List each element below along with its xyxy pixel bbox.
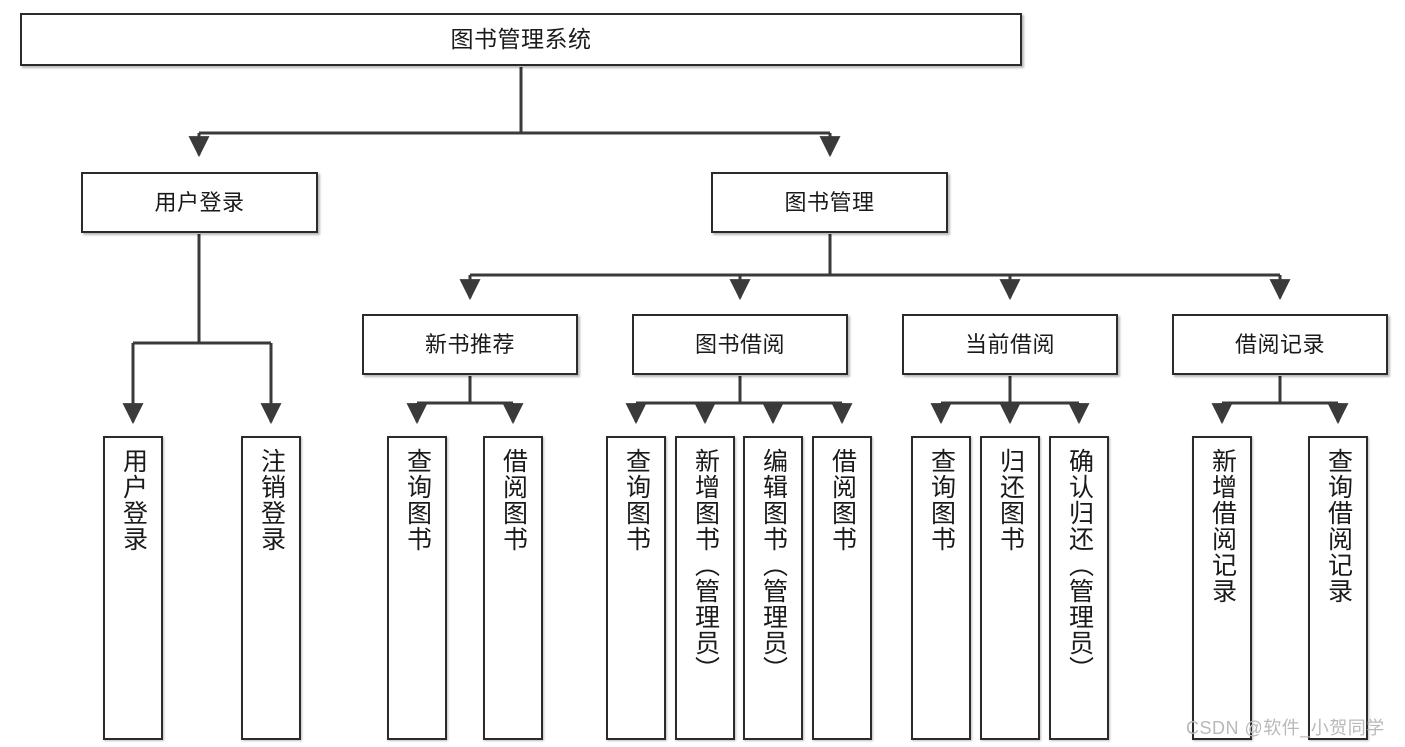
node-new-book-recommend-label: 新书推荐 [424,331,515,357]
node-borrow-record[interactable]: 借阅记录 [1172,314,1388,375]
leaf-borrow-book-recommend[interactable]: 借阅图书 [483,436,543,740]
leaf-query-book-recommend-label: 查询图书 [403,448,432,552]
leaf-add-book-admin-label: 新增图书（管理员） [691,448,720,682]
leaf-confirm-return-admin[interactable]: 确认归还（管理员） [1049,436,1109,740]
leaf-query-book-recommend[interactable]: 查询图书 [387,436,447,740]
node-root[interactable]: 图书管理系统 [20,13,1022,66]
leaf-query-borrow-record[interactable]: 查询借阅记录 [1308,436,1368,740]
leaf-confirm-return-admin-label: 确认归还（管理员） [1065,448,1094,682]
leaf-add-borrow-record-label: 新增借阅记录 [1208,448,1237,604]
leaf-return-book[interactable]: 归还图书 [980,436,1040,740]
leaf-logout-label: 注销登录 [257,448,286,552]
leaf-query-borrow-record-label: 查询借阅记录 [1324,448,1353,604]
node-user-login-label: 用户登录 [154,189,245,215]
leaf-edit-book-admin-label: 编辑图书（管理员） [759,448,788,682]
node-root-label: 图书管理系统 [450,26,592,53]
leaf-borrow-book[interactable]: 借阅图书 [812,436,872,740]
node-new-book-recommend[interactable]: 新书推荐 [362,314,578,375]
leaf-logout[interactable]: 注销登录 [241,436,301,740]
leaf-user-login[interactable]: 用户登录 [103,436,163,740]
node-book-borrow-label: 图书借阅 [694,331,785,357]
leaf-query-book-borrow[interactable]: 查询图书 [606,436,666,740]
csdn-watermark: CSDN @软件_小贺同学 [1186,718,1385,738]
leaf-add-book-admin[interactable]: 新增图书（管理员） [675,436,735,740]
leaf-borrow-book-recommend-label: 借阅图书 [499,448,528,552]
node-current-borrow[interactable]: 当前借阅 [902,314,1118,375]
leaf-add-borrow-record[interactable]: 新增借阅记录 [1192,436,1252,740]
leaf-edit-book-admin[interactable]: 编辑图书（管理员） [743,436,803,740]
leaf-borrow-book-label: 借阅图书 [828,448,857,552]
node-book-borrow[interactable]: 图书借阅 [632,314,848,375]
leaf-query-book-borrow-label: 查询图书 [622,448,651,552]
leaf-query-book-current[interactable]: 查询图书 [911,436,971,740]
leaf-query-book-current-label: 查询图书 [927,448,956,552]
node-book-management[interactable]: 图书管理 [711,172,948,233]
leaf-user-login-label: 用户登录 [119,448,148,552]
node-book-management-label: 图书管理 [784,189,875,215]
node-current-borrow-label: 当前借阅 [964,331,1055,357]
node-borrow-record-label: 借阅记录 [1234,331,1325,357]
leaf-return-book-label: 归还图书 [996,448,1025,552]
node-user-login[interactable]: 用户登录 [81,172,318,233]
